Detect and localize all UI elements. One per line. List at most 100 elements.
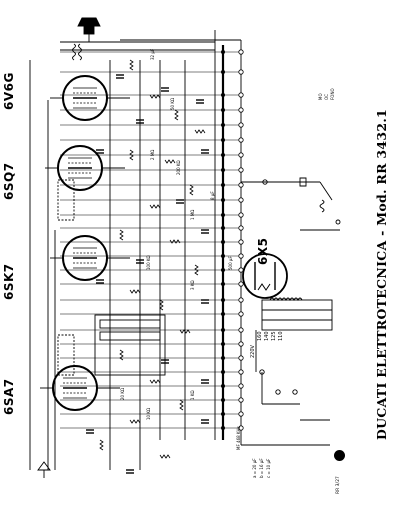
terminal-dot	[238, 239, 244, 245]
junction-dot	[220, 297, 225, 302]
band-switch	[94, 314, 166, 376]
power-transformer	[261, 299, 333, 331]
terminal-dot	[238, 167, 244, 173]
terminal-dot	[238, 92, 244, 98]
rectifier-tube-6x5	[242, 253, 288, 299]
footer-badge-text: RR 3/27	[336, 476, 341, 494]
voltage-label-140: 140	[264, 331, 270, 341]
junction-dot	[220, 197, 225, 202]
junction-dot	[220, 212, 225, 217]
terminal-dot	[238, 281, 244, 287]
junction-dot	[220, 108, 225, 113]
junction-dot	[220, 281, 225, 286]
terminal-dot	[238, 137, 244, 143]
resistor	[129, 419, 141, 424]
tube-6sk7-envelope	[50, 235, 130, 281]
junction-dot	[220, 225, 225, 230]
terminal-dot	[238, 212, 244, 218]
terminal-dot	[238, 327, 244, 333]
cap-legend-c: c = 10 μF	[266, 458, 271, 478]
junction-dot	[220, 70, 225, 75]
component-label: 3 KΩ	[190, 280, 195, 291]
component-label: 1 MΩ	[190, 209, 195, 220]
resistor	[174, 109, 179, 121]
switch-label-oc: OC	[324, 94, 329, 100]
resistor	[169, 239, 181, 244]
terminal-dot	[238, 355, 244, 361]
resistor	[149, 94, 161, 99]
terminal-dot	[238, 425, 244, 431]
switch-label-mo: MO	[318, 93, 323, 100]
voltage-label-220: 220V	[250, 345, 256, 358]
tube-label-6sk7: 6SK7	[2, 263, 16, 300]
junction-dot	[220, 369, 225, 374]
component-label: 2 MΩ	[150, 149, 155, 160]
junction-dot	[220, 397, 225, 402]
resistor	[149, 204, 161, 209]
voltage-label-125: 125	[271, 331, 277, 341]
terminal-dot	[238, 69, 244, 75]
resistor	[159, 299, 164, 311]
terminal-dot	[238, 369, 244, 375]
resistor	[189, 184, 194, 196]
voltage-label-160: 160	[257, 331, 263, 341]
if-coil-label: MF 468 KHz	[236, 426, 241, 450]
component-label: 200 KΩ	[176, 160, 181, 175]
tube-6sq7-envelope	[45, 145, 125, 191]
terminal-dot	[238, 49, 244, 55]
junction-dot	[220, 137, 225, 142]
junction-dot	[220, 425, 225, 430]
terminal-dot	[238, 225, 244, 231]
terminal-dot	[238, 122, 244, 128]
terminal-dot	[238, 197, 244, 203]
resistor	[194, 129, 206, 134]
resistor	[194, 264, 199, 276]
junction-dot	[220, 182, 225, 187]
tube-6sa7-envelope	[40, 365, 120, 411]
if-transformer-2	[57, 334, 75, 376]
component-label: 100 KΩ	[146, 255, 151, 270]
junction-dot	[220, 239, 225, 244]
terminal-dot	[238, 152, 244, 158]
component-label: 32 μF	[150, 48, 155, 60]
tube-label-6v6g: 6V6G	[2, 72, 16, 110]
junction-dot	[220, 123, 225, 128]
component-label: 8 μF	[210, 191, 215, 200]
terminal-dot	[238, 253, 244, 259]
tube-6v6g-envelope	[50, 75, 130, 121]
component-label: 50 KΩ	[170, 97, 175, 110]
resistor	[129, 289, 141, 294]
junction-dot	[220, 50, 225, 55]
component-label: 1 KΩ	[190, 390, 195, 401]
tube-label-6x5: 6X5	[256, 237, 270, 265]
speaker-symbol	[77, 17, 101, 27]
resistor	[119, 229, 124, 241]
terminal-dot	[238, 341, 244, 347]
terminal-dot	[238, 411, 244, 417]
junction-dot	[220, 311, 225, 316]
cap-legend-b: b = 16 μF	[259, 458, 264, 478]
if-transformer-1	[57, 179, 75, 221]
terminal-dot	[238, 182, 244, 188]
terminal-dot	[238, 383, 244, 389]
resistor	[149, 379, 161, 384]
junction-dot	[220, 411, 225, 416]
schematic-title: DUCATI ELETTROTECNICA - Mod. RR 3432.1	[374, 108, 389, 440]
terminal-dot	[238, 311, 244, 317]
junction-dot	[220, 355, 225, 360]
resistor	[99, 439, 104, 451]
resistor	[129, 59, 134, 71]
terminal-dot	[238, 107, 244, 113]
resistor	[129, 149, 134, 161]
terminal-dot	[238, 297, 244, 303]
component-label: 20 KΩ	[120, 387, 125, 400]
publisher-seal	[334, 450, 345, 461]
junction-dot	[220, 93, 225, 98]
junction-dot	[220, 341, 225, 346]
resistor	[159, 454, 171, 459]
tube-label-6sa7: 6SA7	[2, 378, 16, 415]
resistor	[164, 159, 176, 164]
tube-label-6sq7: 6SQ7	[2, 162, 16, 200]
